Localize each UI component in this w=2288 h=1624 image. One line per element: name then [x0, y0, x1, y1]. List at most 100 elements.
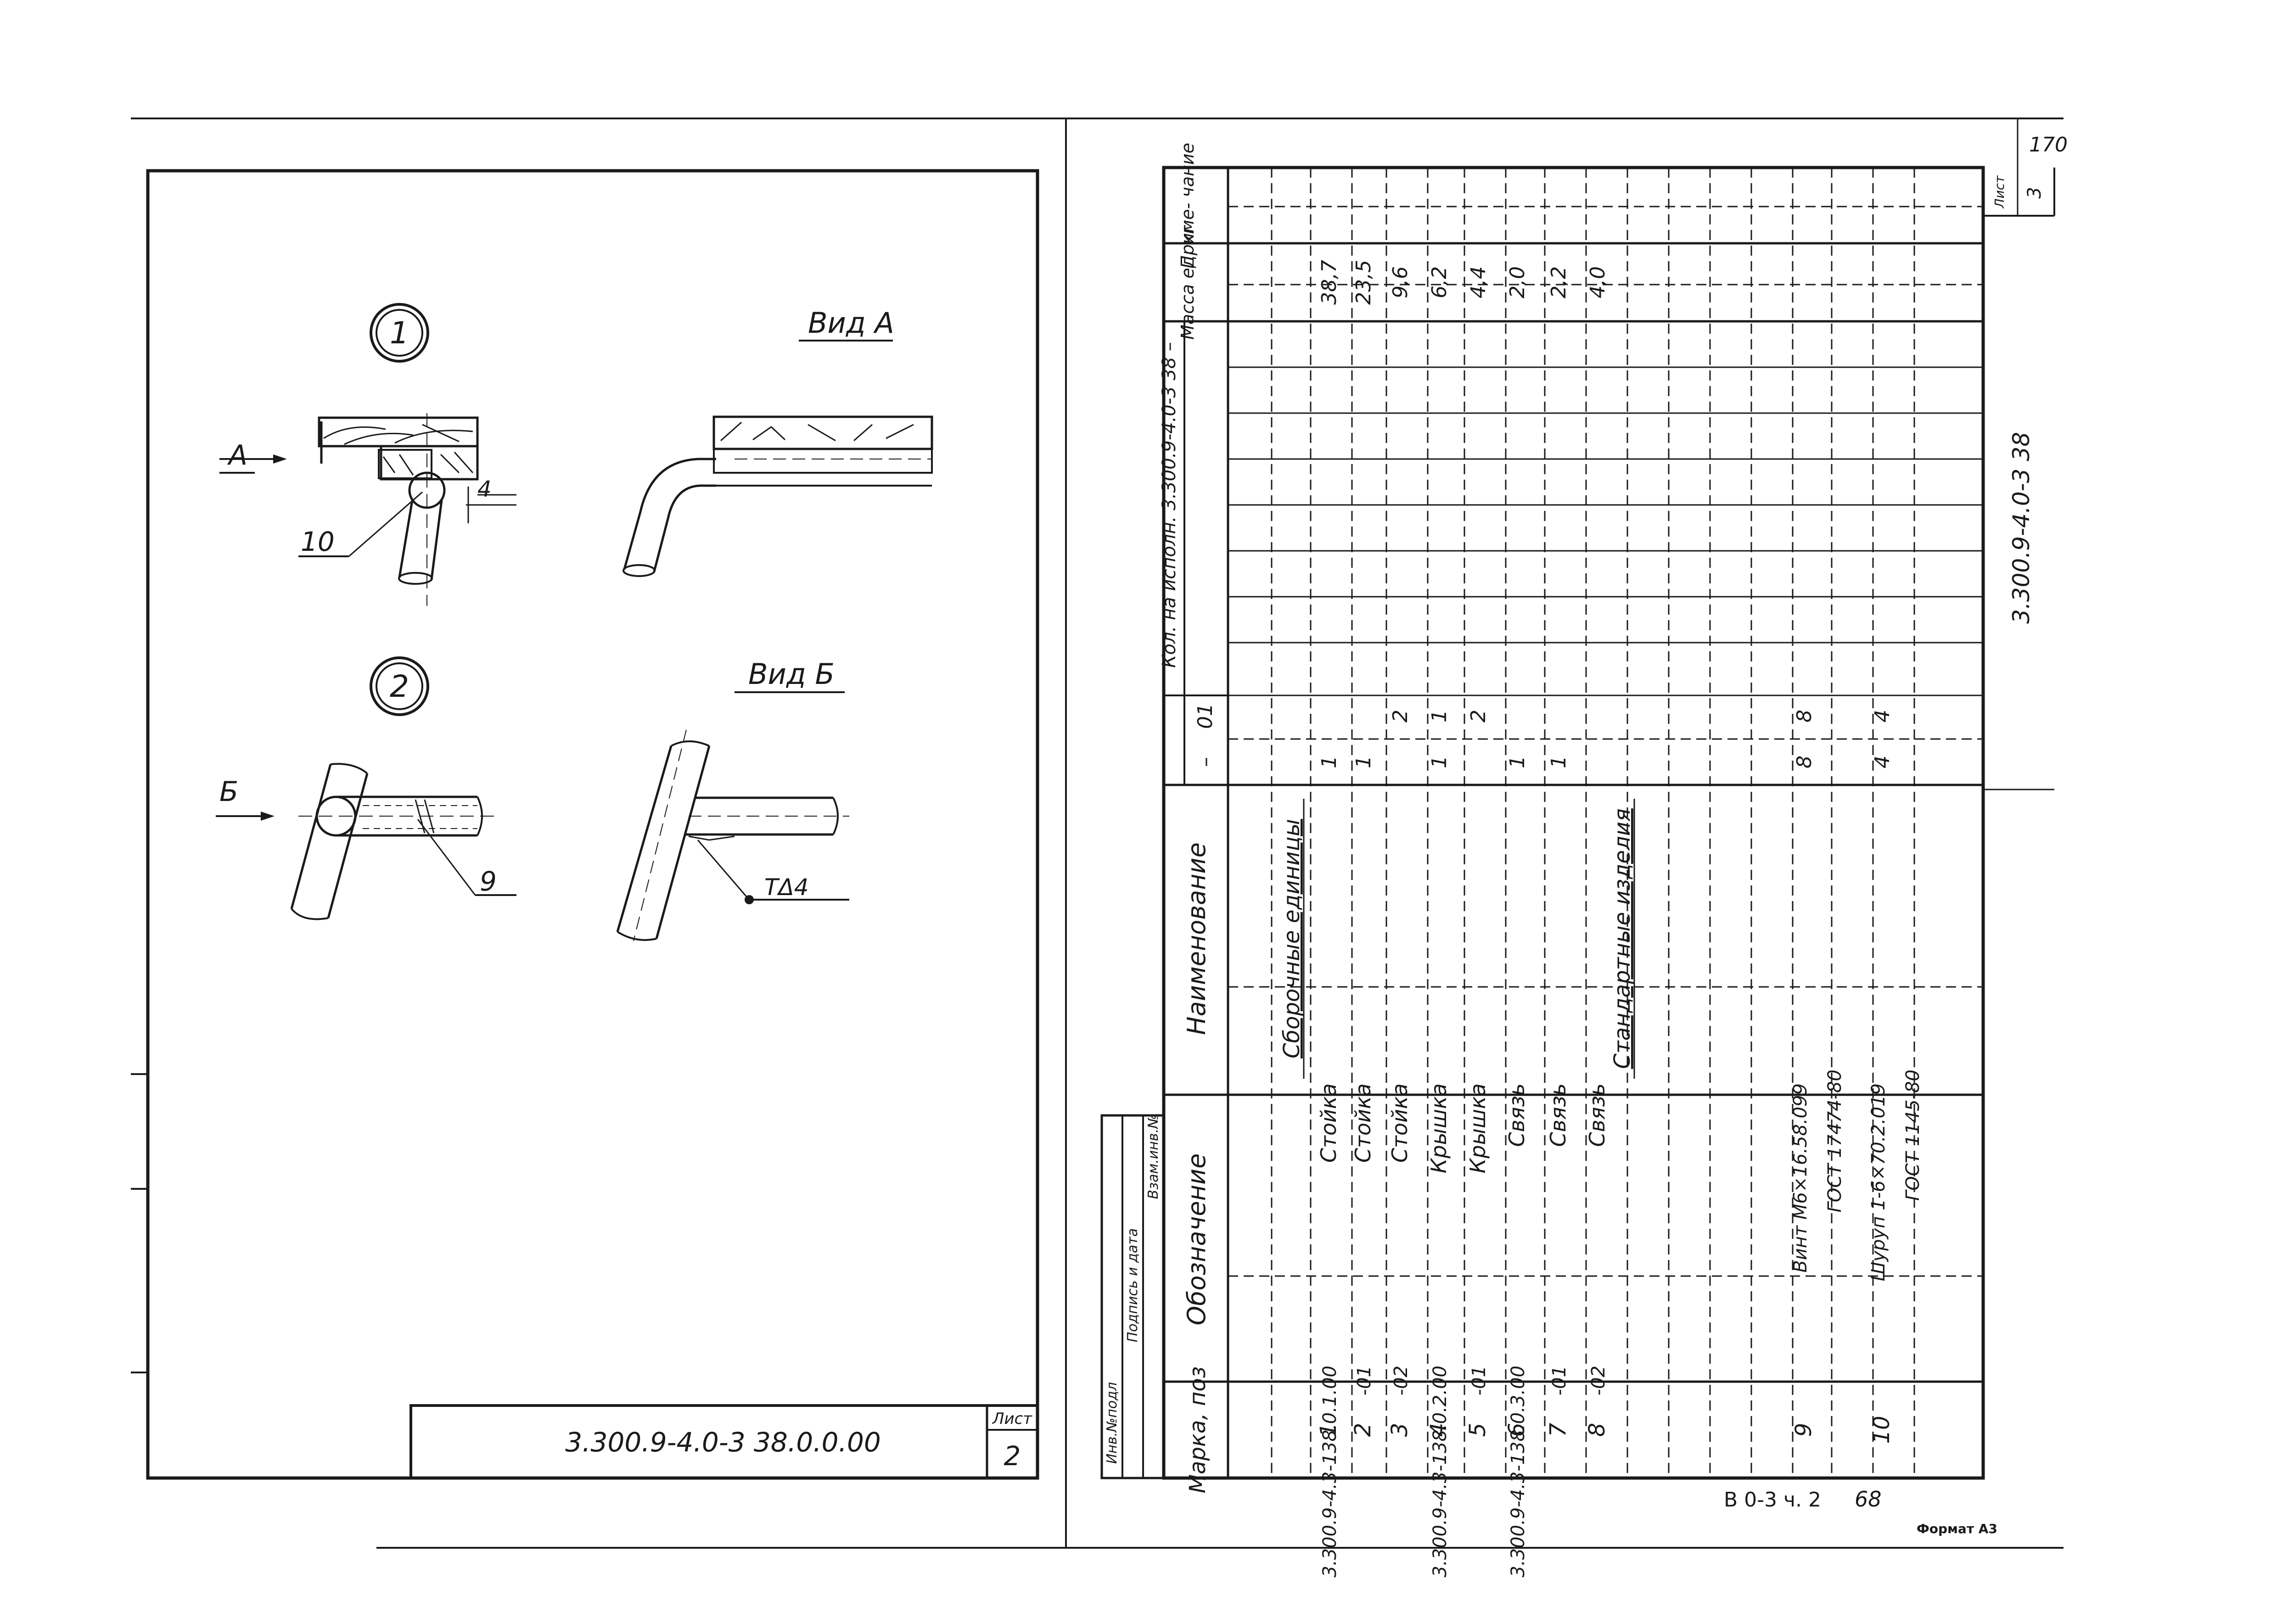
section-assembly-units: Сборочные единицы [1279, 819, 1305, 1058]
callout-10: 10 [301, 526, 335, 557]
callout-9: 9 [480, 866, 497, 897]
std-row-qty-base: 8 [1793, 756, 1816, 768]
left-sheet-number: 2 [1004, 1440, 1021, 1472]
std-row-name: Винт М6×16.58.099 [1790, 1083, 1811, 1273]
bracket-plan [713, 448, 933, 474]
std-row-mark: 9 [1791, 1423, 1817, 1437]
bent-pipe-inner [653, 484, 716, 572]
row-mark: 8 [1584, 1423, 1610, 1437]
section-arrow-letter-a: А [227, 439, 247, 471]
row-mark: 5 [1465, 1423, 1491, 1437]
post-section [290, 764, 369, 918]
row-mass: 2,0 [1506, 266, 1529, 298]
header-name: Наименование [1182, 842, 1211, 1035]
std-row-standard: ГОСТ 17474-80 [1824, 1070, 1845, 1212]
row-qty-base: 1 [1428, 756, 1451, 768]
left-sheet-label: Лист [992, 1410, 1032, 1428]
row-designation: -02 [1588, 1366, 1609, 1395]
row-qty-base: 1 [1352, 756, 1375, 768]
section-arrow-letter-b: Б [219, 776, 238, 808]
header-designation: Обозначение [1182, 1154, 1211, 1326]
row-designation: -01 [1469, 1366, 1490, 1395]
stamp-signature-date: Подпись и дата [1125, 1228, 1141, 1343]
row-mark: 2 [1350, 1423, 1376, 1437]
stamp-inv-number: Инв.№подл [1104, 1382, 1120, 1464]
header-qty-title: Кол. на исполн. 3.300.9-4.0-3 38 – [1159, 342, 1180, 668]
row-qty-base: 1 [1506, 756, 1529, 768]
header-qty-01: 01 [1194, 703, 1217, 729]
row-name: Стойка [1316, 1083, 1341, 1163]
spec-rows: 13.300.9-4.3-138.0.1.00Стойка138,72-01Ст… [1316, 260, 1610, 1577]
view-b-detail: Вид Б ТΔ4 [616, 657, 849, 941]
row-designation: -01 [1549, 1366, 1570, 1395]
row-name: Связь [1504, 1083, 1529, 1147]
node-1-number: 1 [390, 315, 409, 351]
row-name: Стойка [1351, 1083, 1375, 1163]
row-mark: 7 [1545, 1422, 1571, 1437]
row-designation: -01 [1354, 1366, 1375, 1395]
row-mark: 4 [1426, 1423, 1452, 1437]
header-qty-base: – [1194, 757, 1217, 767]
view-b-label: Вид Б [748, 657, 835, 691]
section-standard-items: Стандартные изделия [1609, 808, 1635, 1069]
row-mark: 6 [1504, 1423, 1530, 1437]
pipe-section [408, 471, 446, 509]
row-designation: 3.300.9-4.3-138.0.3.00 [1508, 1366, 1529, 1577]
row-mass: 23,5 [1352, 260, 1375, 305]
header-mass: Масса ед. кг [1178, 224, 1198, 340]
format-label: Формат А3 [1917, 1521, 1997, 1536]
row-qty-base: 1 [1318, 756, 1341, 768]
row-designation: 3.300.9-4.3-138.0.1.00 [1319, 1366, 1340, 1577]
row-name: Связь [1585, 1083, 1609, 1147]
left-sheet-frame [146, 169, 1039, 1480]
node-2-detail: 2 Б 9 [216, 656, 516, 920]
std-row-qty-base: 4 [1871, 756, 1894, 768]
row-designation: 3.300.9-4.3-138.0.2.00 [1430, 1366, 1451, 1577]
row-mass: 9,6 [1389, 266, 1412, 298]
std-row-name: Шуруп 1-6×70.2.019 [1868, 1083, 1889, 1281]
row-mass: 6,2 [1428, 266, 1451, 298]
weld-label: ТΔ4 [764, 874, 809, 901]
row-qty-base: 1 [1547, 756, 1570, 768]
spec-sheet-number: 3 [2024, 187, 2045, 198]
row-mark: 1 [1316, 1423, 1341, 1437]
view-a-label: Вид А [808, 306, 894, 340]
left-title-block: 3.300.9-4.0-3 38.0.0.00 Лист 2 [409, 1404, 1039, 1479]
node-1-circle [370, 303, 429, 363]
left-drawing-code: 3.300.9-4.0-3 38.0.0.00 [565, 1427, 881, 1458]
dimension-4: 4 [477, 476, 492, 502]
node-1-detail: 1 А 4 10 [219, 303, 516, 606]
pipe-end [315, 795, 357, 837]
node-2-circle [370, 656, 429, 716]
side-stamp [1100, 1114, 1165, 1479]
row-mass: 4,4 [1467, 266, 1490, 298]
row-name: Связь [1546, 1083, 1570, 1147]
row-name: Крышка [1426, 1083, 1451, 1173]
page-number: 68 [1855, 1487, 1882, 1512]
bent-pipe-outer [623, 458, 716, 570]
spec-table: Инв.№подл Подпись и дата Взам.инв.№ [1100, 143, 2055, 1577]
std-row-qty-01: 8 [1793, 710, 1816, 722]
corner-number: 170 [2029, 133, 2068, 157]
post-plan [616, 745, 711, 939]
header-note: Приме- чание [1178, 143, 1198, 269]
std-row-standard: ГОСТ 1145-80 [1902, 1070, 1923, 1201]
row-qty-01: 2 [1467, 710, 1490, 722]
row-mass: 4,0 [1586, 266, 1609, 298]
row-name: Стойка [1387, 1083, 1412, 1163]
row-qty-01: 1 [1428, 710, 1451, 722]
row-mass: 2,2 [1547, 266, 1570, 298]
row-qty-01: 2 [1389, 710, 1412, 722]
row-mass: 38,7 [1318, 260, 1341, 305]
stamp-replaced-inv: Взам.инв.№ [1145, 1114, 1161, 1199]
spec-side-code: 3.300.9-4.0-3 38 [2008, 432, 2035, 624]
album-reference: В 0-3 ч. 2 [1724, 1488, 1821, 1512]
std-row-mark: 10 [1869, 1416, 1895, 1444]
spec-sheet-label: Лист [1992, 175, 2007, 209]
row-designation: -02 [1391, 1366, 1412, 1395]
row-name: Крышка [1465, 1083, 1490, 1173]
view-a-detail: Вид А [622, 306, 933, 577]
std-row-qty-01: 4 [1871, 710, 1894, 722]
row-mark: 3 [1387, 1423, 1413, 1437]
